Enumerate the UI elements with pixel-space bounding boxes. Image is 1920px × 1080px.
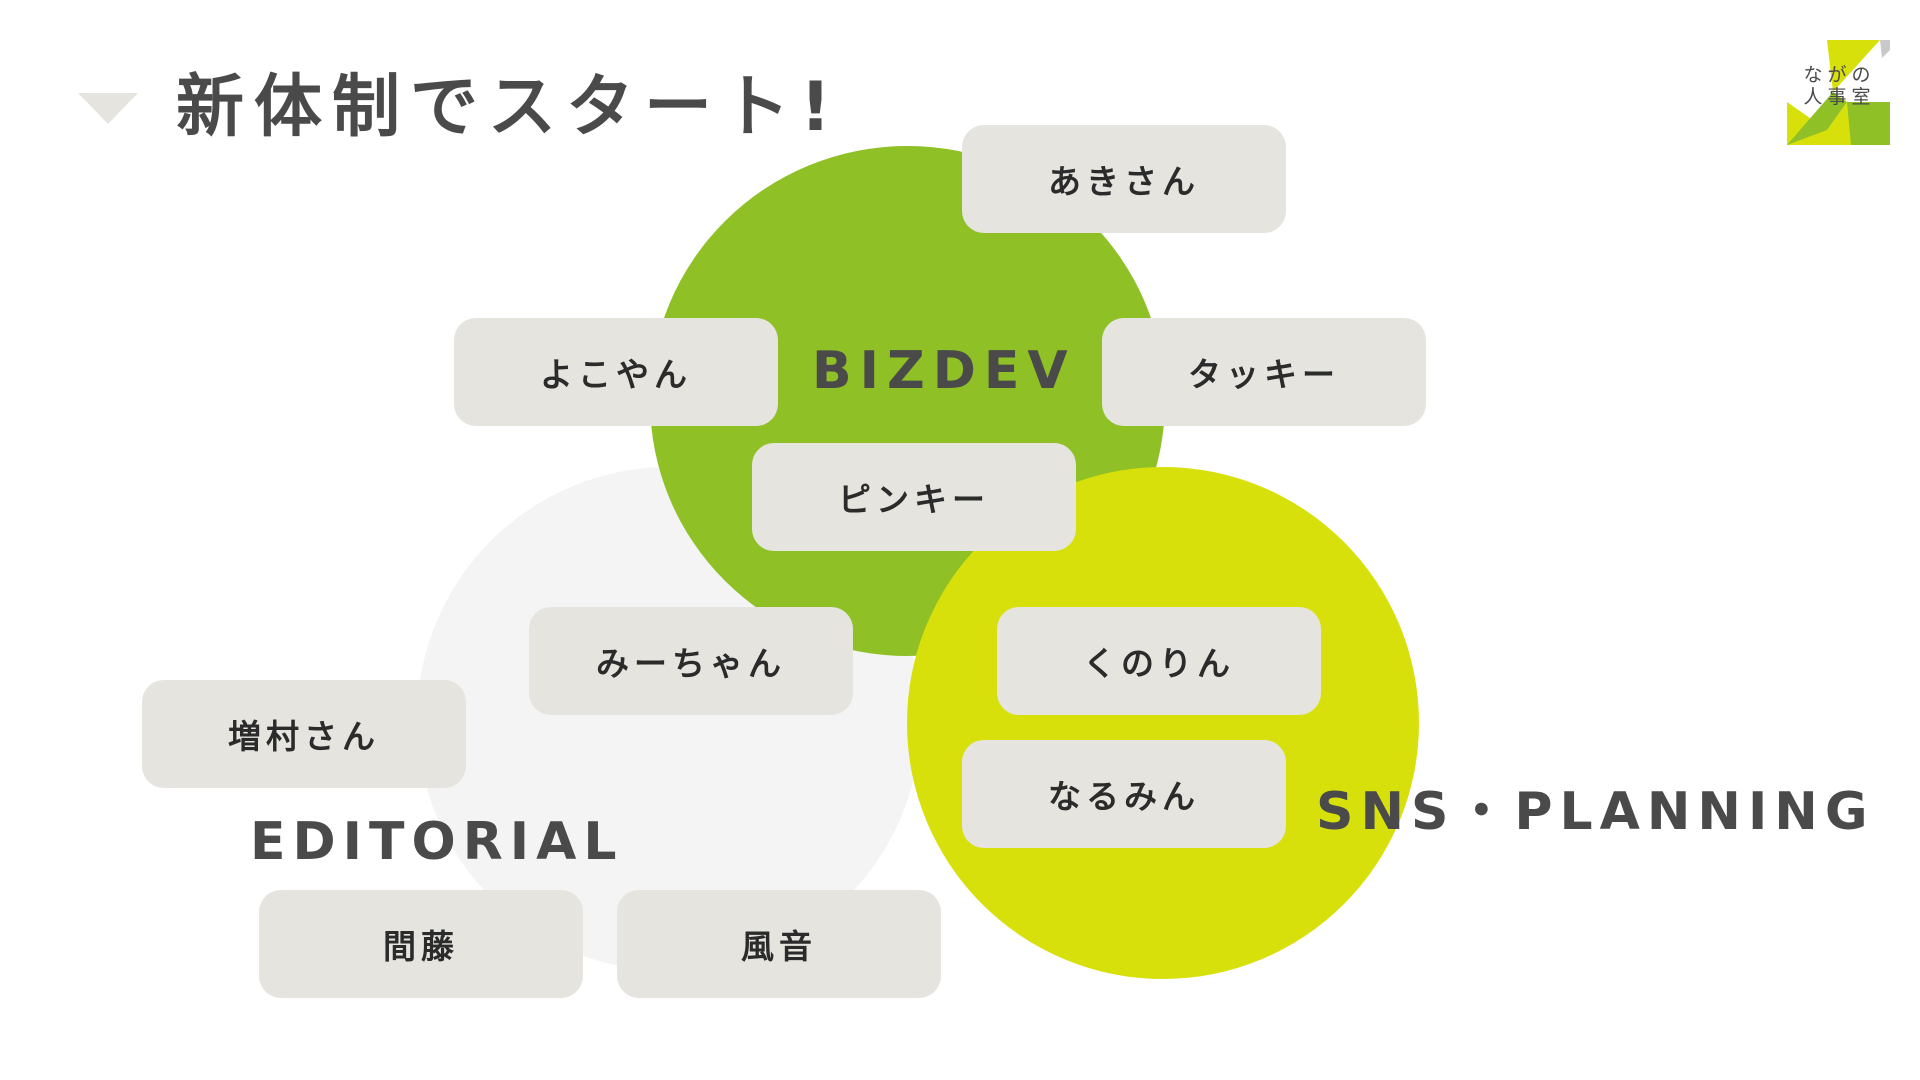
logo: ながの 人事室 <box>1787 40 1890 145</box>
sns-planning-label: SNS・PLANNING <box>1316 782 1875 842</box>
logo-line-2: 人事室 <box>1803 86 1876 108</box>
member-card-kunorin: くのりん <box>997 607 1321 715</box>
member-card-aki: あきさん <box>962 125 1286 233</box>
logo-line-1: ながの <box>1803 64 1876 86</box>
member-card-masumura: 増村さん <box>142 680 466 788</box>
editorial-label: EDITORIAL <box>250 812 624 872</box>
logo-text: ながの 人事室 <box>1797 64 1882 108</box>
member-card-yokoyan: よこやん <box>454 318 778 426</box>
member-card-mato: 間藤 <box>259 890 583 998</box>
bizdev-label: BIZDEV <box>812 341 1076 401</box>
member-card-kazane: 風音 <box>617 890 941 998</box>
member-card-narumin: なるみん <box>962 740 1286 848</box>
sns-planning-circle <box>907 467 1419 979</box>
title-triangle-icon <box>78 93 138 124</box>
member-card-pinky: ピンキー <box>752 443 1076 551</box>
member-card-michan: みーちゃん <box>529 607 853 715</box>
logo-x-mark-icon <box>1787 40 1890 145</box>
member-card-takki: タッキー <box>1102 318 1426 426</box>
page-title: 新体制でスタート! <box>176 68 842 147</box>
